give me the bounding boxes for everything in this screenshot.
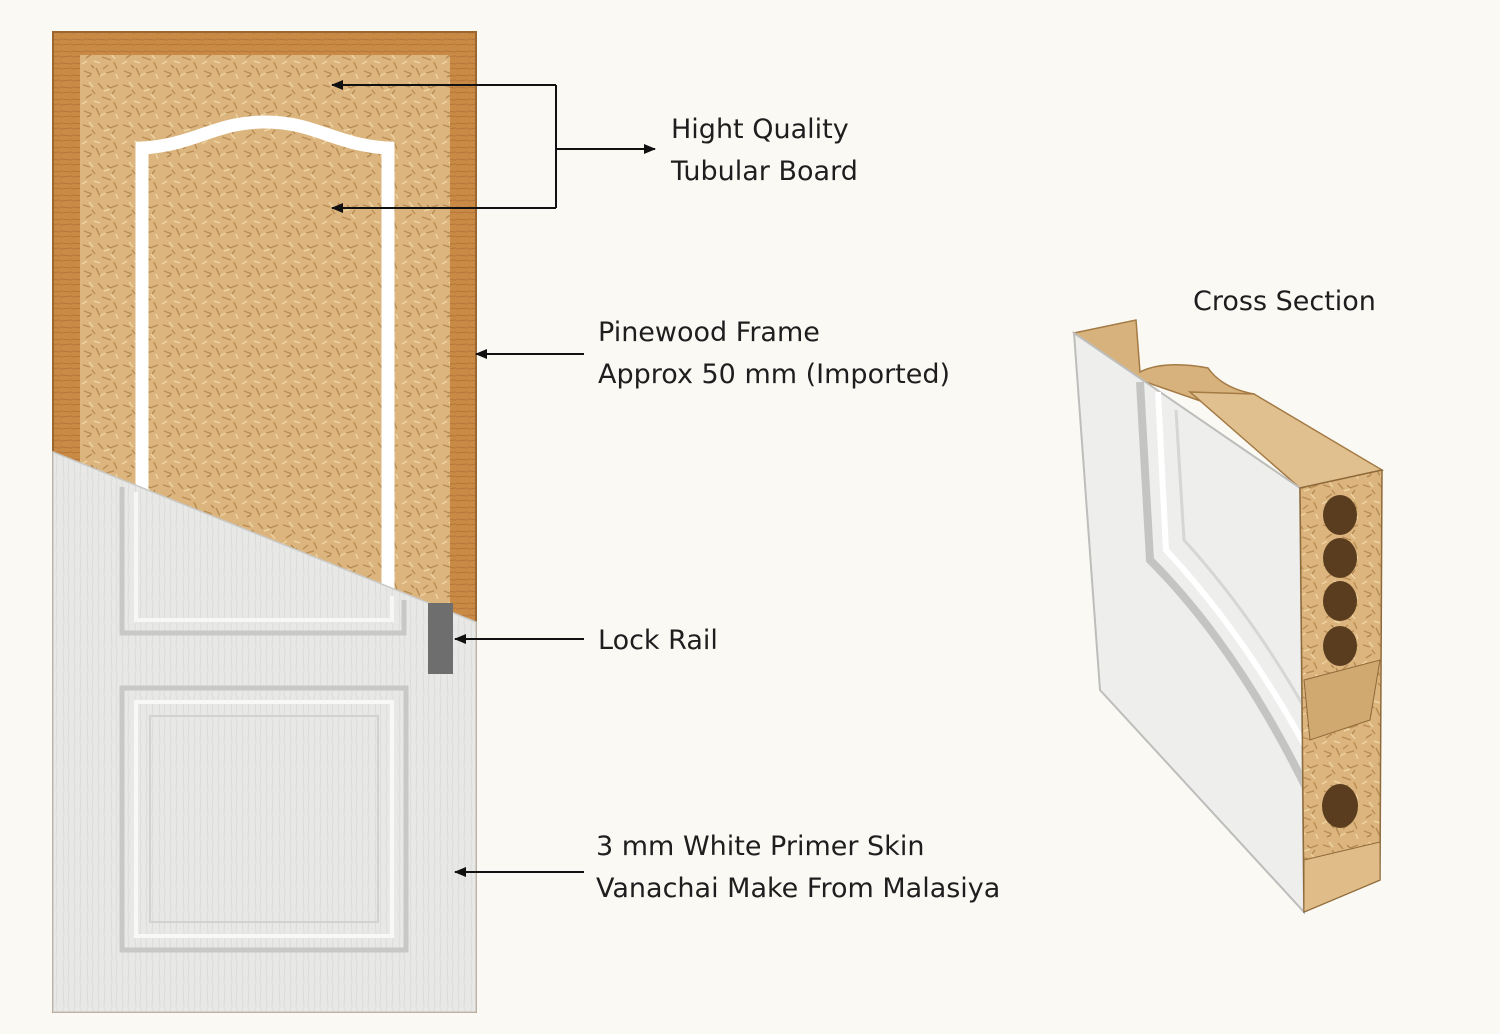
label-lock-rail-text: Lock Rail [598,620,718,662]
cross-section-title: Cross Section [1193,281,1376,323]
label-lock-rail: Lock Rail [598,620,718,662]
label-skin-line1: 3 mm White Primer Skin [596,826,1000,868]
label-tubular-line1: Hight Quality [671,109,858,151]
label-tubular-board: Hight Quality Tubular Board [671,109,858,193]
label-skin-line2: Vanachai Make From Malasiya [596,868,1000,910]
label-tubular-line2: Tubular Board [671,151,858,193]
label-pinewood-line1: Pinewood Frame [598,312,950,354]
label-primer-skin: 3 mm White Primer Skin Vanachai Make Fro… [596,826,1000,910]
door [53,32,476,1012]
lock-rail-block [428,603,453,674]
label-pinewood-frame: Pinewood Frame Approx 50 mm (Imported) [598,312,950,396]
cross-section [1074,320,1382,912]
label-pinewood-line2: Approx 50 mm (Imported) [598,354,950,396]
cross-section-title-text: Cross Section [1193,281,1376,323]
